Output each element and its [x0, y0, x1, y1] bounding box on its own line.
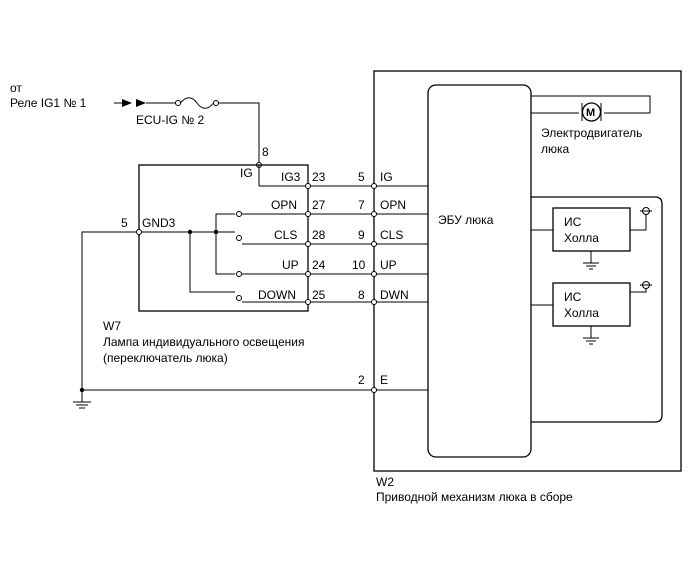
hall1-power-icon [640, 207, 652, 215]
hall1-label-2: Холла [564, 231, 599, 245]
act-pin-2: 2 [358, 373, 365, 387]
sw-ring-28 [305, 241, 311, 247]
act-term-cls: CLS [380, 228, 403, 242]
switch-pin-27: 27 [312, 198, 326, 212]
gnd3-to-up [215, 232, 235, 275]
switch-pin-28: 28 [312, 228, 326, 242]
hall1-power [630, 214, 647, 231]
sw-ring-24 [305, 271, 311, 277]
act-pin-8: 8 [358, 288, 365, 302]
act-pin-7: 7 [358, 198, 365, 212]
motor-symbol: M [586, 107, 595, 119]
switch-term-down: DOWN [258, 288, 296, 302]
pin-8-label: 8 [262, 145, 269, 159]
fuse-label: ECU-IG № 2 [136, 113, 205, 127]
fuse-icon [175, 97, 219, 109]
switch-connector: W7 [103, 319, 121, 333]
ground-icon [73, 390, 91, 409]
source-relay-label: Реле IG1 № 1 [10, 96, 87, 110]
source-from-label: от [10, 81, 22, 95]
hall1-ground-icon [583, 251, 599, 270]
ecu-box [427, 84, 532, 458]
switch-gnd-label: GND3 [142, 216, 176, 230]
hall-region [531, 196, 663, 423]
hall2-label-2: Холла [564, 306, 599, 320]
contact-opn [236, 211, 242, 217]
hall2-ground-icon [583, 326, 599, 345]
act-term-ig: IG [380, 170, 393, 184]
act-term-dwn: DWN [380, 288, 409, 302]
switch-name-2: (переключатель люка) [103, 351, 228, 365]
act-pin-10: 10 [352, 258, 366, 272]
act-ring-5 [371, 183, 377, 189]
act-term-up: UP [380, 258, 397, 272]
wire-fuse-ig [218, 102, 260, 165]
actuator-connector: W2 [376, 475, 394, 489]
act-ring-8 [371, 299, 377, 305]
motor-label-2: люка [541, 142, 570, 156]
sw-ring-23 [305, 183, 311, 189]
hall2-power-icon [640, 281, 652, 289]
contact-up [236, 271, 242, 277]
source-arrow [114, 99, 146, 107]
motor-icon [579, 100, 604, 122]
gnd3-to-opn [215, 213, 235, 232]
hall2-power [630, 288, 647, 293]
switch-term-opn: OPN [271, 198, 297, 212]
act-pin-5: 5 [358, 170, 365, 184]
switch-pin-23: 23 [312, 170, 326, 184]
wire-gnd3 [81, 231, 137, 390]
actuator-name: Приводной механизм люка в сборе [376, 490, 573, 504]
act-ring-7 [371, 211, 377, 217]
switch-ig-label: IG [240, 166, 253, 180]
act-ring-10 [371, 271, 377, 277]
motor-label-1: Электродвигатель [541, 126, 642, 140]
act-pin-9: 9 [358, 228, 365, 242]
sw-ring-27 [305, 211, 311, 217]
act-ring-2 [371, 387, 377, 393]
switch-name-1: Лампа индивидуального освещения [103, 335, 304, 349]
gnd3-to-down [189, 232, 235, 293]
act-term-e: E [380, 373, 388, 387]
sw-ring-25 [305, 299, 311, 305]
switch-gnd-pin: 5 [121, 216, 128, 230]
contact-down [236, 295, 242, 301]
ecu-label: ЭБУ люка [438, 213, 494, 227]
switch-pin-24: 24 [312, 258, 326, 272]
switch-term-up: UP [282, 258, 299, 272]
hall2-label-1: ИС [564, 290, 582, 304]
hall1-label-1: ИС [564, 215, 582, 229]
switch-pin-25: 25 [312, 288, 326, 302]
act-term-opn: OPN [380, 198, 406, 212]
contact-cls [236, 235, 242, 241]
switch-term-cls: CLS [274, 228, 297, 242]
switch-term-ig3: IG3 [281, 170, 301, 184]
gnd3-marker [136, 229, 142, 235]
act-ring-9 [371, 241, 377, 247]
switch-box [138, 164, 309, 312]
